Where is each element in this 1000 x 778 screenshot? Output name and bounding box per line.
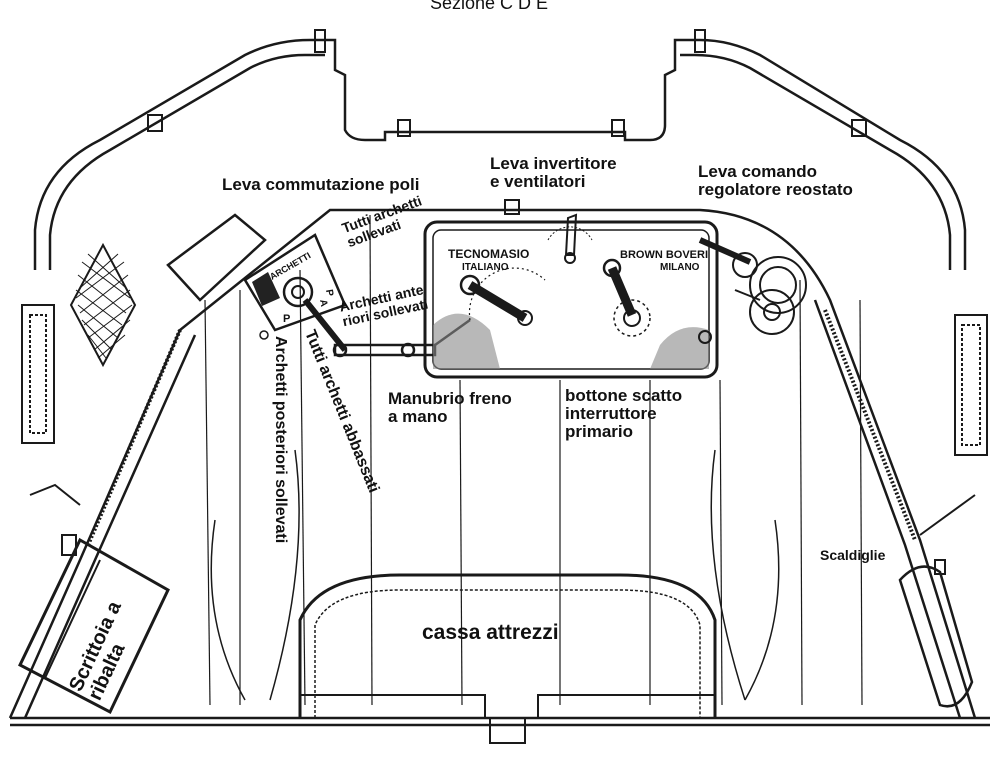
brown-boveri-plate: BROWN BOVERI: [620, 249, 708, 261]
partition-arcs: [210, 449, 780, 701]
switch-position-p-left: P: [283, 313, 290, 325]
master-controller-panel: TECNOMASIO ITALIANO BROWN BOVERI MILANO: [423, 213, 719, 379]
label-cassa-attrezzi: cassa attrezzi: [422, 621, 559, 644]
section-title: Sezione C D E: [430, 0, 549, 13]
regulator-gears: [698, 237, 807, 335]
label-manubrio-freno: Manubrio freno a mano: [388, 389, 512, 426]
label-leva-comando: Leva comando regolatore reostato: [698, 162, 853, 199]
roof-outline: [33, 38, 967, 270]
side-frames: [21, 304, 988, 456]
switch-position-p-right: P: [323, 289, 335, 298]
slope-hatching: [86, 309, 917, 546]
wall-brackets: [29, 199, 520, 506]
label-leva-invertitore: Leva invertitore e ventilatori: [490, 154, 617, 191]
writing-desk: [18, 534, 170, 715]
label-bottone-scatto: bottone scatto interruttore primario: [565, 386, 683, 441]
label-archetti-posteriori: Archetti posteriori sollevati: [272, 336, 289, 544]
italiano-plate: ITALIANO: [462, 262, 509, 273]
tecnomasio-plate: TECNOMASIO: [448, 247, 529, 261]
label-scaldiglie: Scaldiglie: [820, 547, 886, 563]
wall-planks: [204, 214, 863, 706]
pantograph-switchbox: ARCHETTI P A P: [166, 213, 348, 352]
milano-plate: MILANO: [660, 262, 700, 273]
handrail-clips: [147, 29, 867, 137]
label-leva-commutazione-poli: Leva commutazione poli: [222, 175, 420, 194]
heater: [898, 494, 976, 708]
tool-box: [298, 573, 717, 744]
body-sides: [8, 208, 990, 727]
mesh-grille: [69, 242, 137, 368]
switch-position-a: A: [317, 299, 329, 308]
